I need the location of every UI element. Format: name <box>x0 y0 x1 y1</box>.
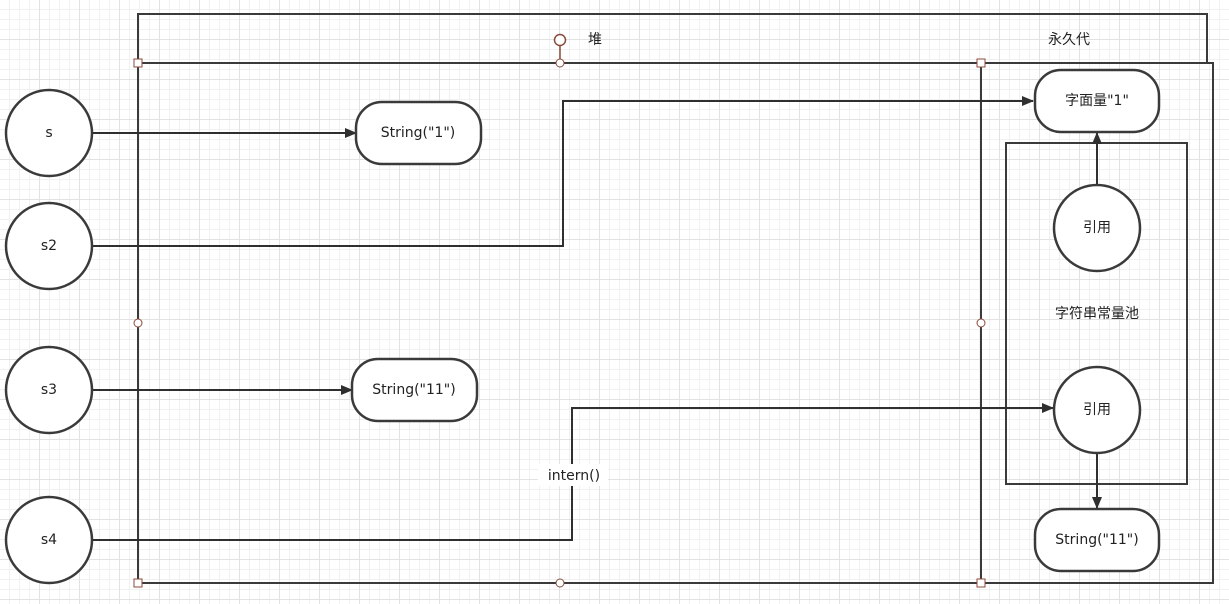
variable-s2-label: s2 <box>41 238 57 254</box>
heap-string-1-node[interactable]: String("1") <box>354 100 483 166</box>
literal-1-node[interactable]: 字面量"1" <box>1033 68 1161 134</box>
resize-handle-top-left[interactable] <box>133 58 143 68</box>
resize-handle-right[interactable] <box>976 318 986 328</box>
permgen-label: 永久代 <box>1048 32 1090 48</box>
variable-s4[interactable]: s4 <box>4 495 94 585</box>
edge-s2-to-literal-1 <box>92 96 1034 247</box>
resize-handle-bottom-left[interactable] <box>133 578 143 588</box>
variable-s3[interactable]: s3 <box>4 345 94 435</box>
intern-edge-label: intern() <box>548 468 600 484</box>
variable-s[interactable]: s <box>4 88 94 178</box>
perm-string-11-node[interactable]: String("11") <box>1033 507 1161 573</box>
variable-s3-label: s3 <box>41 382 57 398</box>
resize-handle-bottom-right[interactable] <box>976 578 986 588</box>
heap-string-11-node[interactable]: String("11") <box>350 357 479 423</box>
variable-s4-label: s4 <box>41 532 57 548</box>
pool-reference-1-label: 引用 <box>1083 220 1111 236</box>
heap-label: 堆 <box>588 32 602 48</box>
variable-s2[interactable]: s2 <box>4 201 94 291</box>
resize-handle-left[interactable] <box>133 318 143 328</box>
intern-label-bg <box>538 464 608 486</box>
pool-reference-2-node[interactable]: 引用 <box>1052 365 1142 455</box>
literal-1-label: 字面量"1" <box>1065 93 1129 109</box>
string-pool-label: 字符串常量池 <box>1055 306 1139 322</box>
resize-handle-top[interactable] <box>555 58 565 68</box>
heap-string-11-label: String("11") <box>372 382 455 398</box>
pool-reference-1-node[interactable]: 引用 <box>1052 183 1142 273</box>
rotate-handle-icon[interactable] <box>553 33 567 47</box>
variable-s-label: s <box>45 125 52 141</box>
heap-string-1-label: String("1") <box>381 125 456 141</box>
pool-reference-2-label: 引用 <box>1083 402 1111 418</box>
selection-handles[interactable] <box>133 33 986 588</box>
resize-handle-top-right[interactable] <box>976 58 986 68</box>
resize-handle-bottom[interactable] <box>555 578 565 588</box>
perm-string-11-label: String("11") <box>1055 532 1138 548</box>
